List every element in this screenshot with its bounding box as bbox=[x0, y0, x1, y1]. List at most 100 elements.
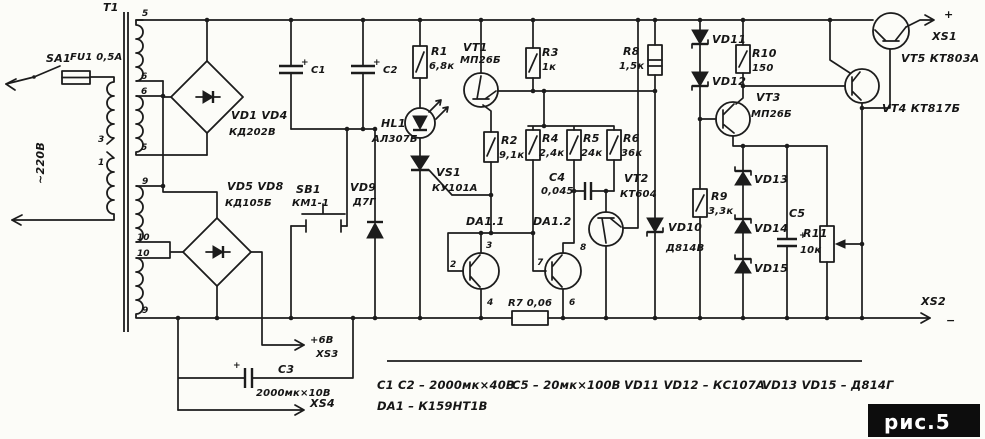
secondary-winding-2b bbox=[135, 95, 144, 155]
pin-2: 2 bbox=[450, 260, 456, 270]
resistor-r3 bbox=[525, 47, 541, 79]
label-vt3: VT3 bbox=[756, 91, 781, 104]
note-ic: DA1 – К159НТ1В bbox=[377, 399, 488, 413]
label-vd1-vd4: VD1 VD4 bbox=[231, 109, 288, 122]
w2-pin-top: 5 bbox=[142, 9, 148, 19]
led-hl1 bbox=[404, 107, 436, 139]
transistor-vt3 bbox=[715, 101, 751, 137]
label-c1: C1 bbox=[311, 65, 326, 76]
label-r11: R11 bbox=[803, 227, 828, 240]
label-da1-1: DA1.1 bbox=[466, 215, 505, 228]
aux-output-section: + C3 2000мк×10В XS4 bbox=[177, 317, 354, 416]
c2-plus: + bbox=[373, 58, 381, 68]
primary-winding bbox=[106, 77, 115, 139]
primary-tap-1: 1 bbox=[98, 158, 104, 168]
w3-pin-2: 10 bbox=[137, 233, 150, 243]
resistor-r9 bbox=[692, 188, 708, 218]
secondary-winding-3b bbox=[135, 257, 144, 318]
label-r6-val: 36к bbox=[621, 148, 642, 159]
label-r7: R7 0,06 bbox=[508, 298, 552, 309]
label-xs3: XS3 bbox=[315, 349, 338, 360]
label-vt5: VT5 КТ803А bbox=[901, 52, 979, 65]
potentiometer-r11 bbox=[819, 225, 835, 263]
diode-vd9: VD9 Д7Г bbox=[350, 128, 384, 319]
label-da1-2: DA1.2 bbox=[533, 215, 572, 228]
w2-pin-4: 5 bbox=[141, 143, 147, 153]
label-r3-val: 1к bbox=[542, 62, 556, 73]
xs1-plus: + bbox=[944, 8, 954, 21]
supply-rails: R7 0,06 bbox=[135, 19, 931, 326]
label-r2: R2 bbox=[501, 134, 518, 147]
primary-tap-3: 3 bbox=[98, 135, 104, 145]
w3-pin-4: 9 bbox=[142, 306, 148, 316]
capacitor-c3 bbox=[243, 368, 254, 388]
resistor-r1 bbox=[412, 45, 428, 79]
label-c3: C3 bbox=[278, 363, 294, 376]
zener-vd14 bbox=[734, 219, 752, 234]
note-zeners2: VD13 VD15 – Д814Г bbox=[762, 378, 894, 392]
resistor-r10 bbox=[735, 44, 751, 74]
caption-text: рис.5 bbox=[884, 410, 951, 434]
c1-plus: + bbox=[301, 58, 309, 68]
label-r10: R10 bbox=[752, 47, 777, 60]
label-r9: R9 bbox=[711, 190, 728, 203]
zener-vd15 bbox=[734, 259, 752, 274]
note-c5: С5 – 20мк×100В bbox=[512, 378, 621, 392]
zener-vd11 bbox=[691, 29, 709, 46]
thyristor-vs1 bbox=[410, 155, 430, 171]
label-hl1-val: АЛ307Б bbox=[371, 134, 418, 145]
label-r10-val: 150 bbox=[752, 63, 773, 74]
pin-4: 4 bbox=[486, 298, 493, 308]
label-vs1: VS1 bbox=[436, 166, 461, 179]
transistor-vt4 bbox=[844, 68, 880, 104]
figure-caption: рис.5 bbox=[868, 404, 980, 437]
label-vd9: VD9 bbox=[350, 181, 376, 194]
capacitor-c5 bbox=[777, 237, 797, 248]
label-r5-val: 24к bbox=[581, 148, 602, 159]
label-xs2: XS2 bbox=[920, 295, 946, 308]
label-vt1: VT1 bbox=[463, 41, 488, 54]
transistor-vt1-stage: VT1 МП26Б R2 9,1к R3 1к bbox=[460, 19, 656, 234]
pin-6: 6 bbox=[569, 298, 575, 308]
transformer-label: T1 bbox=[103, 1, 119, 14]
label-vd10-val: Д814В bbox=[665, 243, 704, 254]
label-vd15: VD15 bbox=[754, 262, 788, 275]
zener-vd13 bbox=[734, 171, 752, 186]
secondary-winding-2a bbox=[135, 20, 144, 82]
note-zeners1: VD11 VD12 – КС107А bbox=[624, 378, 765, 392]
button-sb1: SB1 КМ1-1 bbox=[290, 128, 348, 319]
w3-pin-3: 10 bbox=[137, 249, 150, 259]
junction-dots bbox=[160, 17, 865, 321]
label-r8: R8 bbox=[623, 45, 640, 58]
label-xs4: XS4 bbox=[309, 397, 335, 410]
pin-3: 3 bbox=[486, 241, 492, 251]
label-c5: C5 bbox=[789, 207, 805, 220]
w3-pin-1: 9 bbox=[142, 177, 148, 187]
error-amp-branch: R10 150 VT3 МП26Б VD13 VD14 VD15 C5 + R1… bbox=[715, 19, 863, 319]
transistor-vt2-stage: VT2 КТ604 bbox=[588, 19, 657, 319]
led-ray-icon bbox=[428, 99, 442, 113]
secondary-winding-3a bbox=[135, 185, 144, 243]
w2-pin-3: 6 bbox=[141, 87, 147, 97]
label-vt4: VT4 КТ817Б bbox=[882, 102, 960, 115]
label-d7g: Д7Г bbox=[352, 197, 376, 208]
label-r1-val: 6,8к bbox=[429, 61, 454, 72]
zener-vd10 bbox=[646, 217, 664, 234]
mains-voltage-label: ~220В bbox=[34, 142, 47, 184]
transformer-t1: T1 3 1 5 6 6 5 9 10 10 9 bbox=[98, 1, 218, 332]
label-vd12: VD12 bbox=[712, 75, 746, 88]
label-vt2: VT2 bbox=[624, 172, 649, 185]
core bbox=[123, 12, 129, 332]
label-vd13: VD13 bbox=[754, 173, 788, 186]
fuse-label: FU1 0,5A bbox=[70, 52, 122, 63]
label-sb1: SB1 bbox=[296, 183, 321, 196]
label-vt2-val: КТ604 bbox=[620, 189, 657, 200]
switch-label: SA1 bbox=[46, 52, 71, 65]
resistor-r7 bbox=[511, 310, 549, 326]
label-vd11: VD11 bbox=[712, 33, 746, 46]
note-caps: С1 С2 – 2000мк×40В bbox=[377, 378, 515, 392]
notes-block: С1 С2 – 2000мк×40В С5 – 20мк×100В VD11 V… bbox=[377, 360, 894, 413]
capacitor-c4 bbox=[583, 182, 593, 200]
